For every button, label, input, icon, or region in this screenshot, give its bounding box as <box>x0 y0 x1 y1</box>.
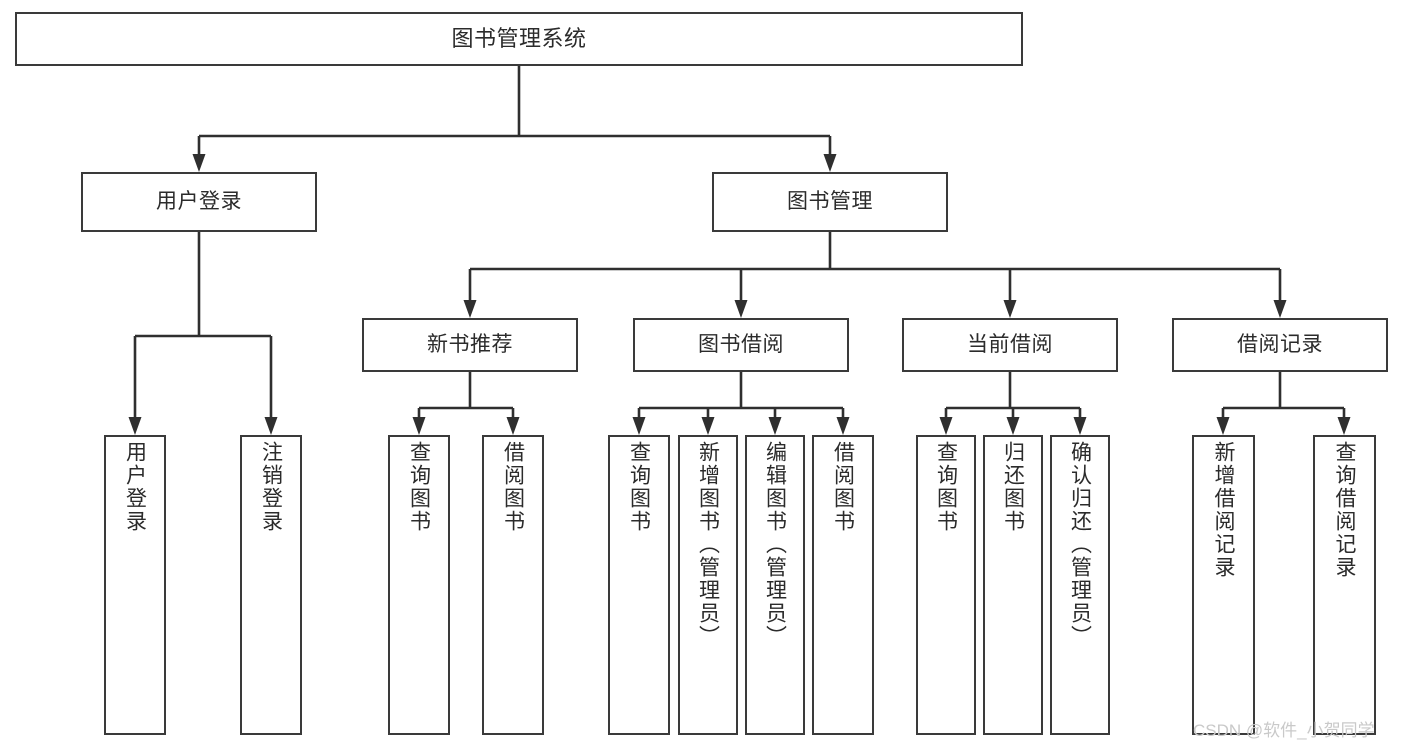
arrow-to-leaf-borrow-lend-head <box>836 417 850 435</box>
node-leaf-borrow-edit: 编辑图书（管理员） <box>745 435 805 735</box>
node-leaf-cur-confirm: 确认归还（管理员） <box>1050 435 1110 735</box>
arrow-to-book-borrow-head <box>734 300 748 318</box>
node-leaf-rec-borrow: 借阅图书 <box>482 435 544 735</box>
node-label: 用户登录 <box>123 441 147 533</box>
node-label: 用户登录 <box>156 189 242 213</box>
arrow-to-leaf-rec-borrow-head <box>506 417 520 435</box>
node-leaf-rec-query2: 查询借阅记录 <box>1313 435 1376 735</box>
node-leaf-user-logout: 注销登录 <box>240 435 302 735</box>
arrow-to-leaf-rec-add-head <box>1216 417 1230 435</box>
node-leaf-borrow-add: 新增图书（管理员） <box>678 435 738 735</box>
arrow-to-leaf-borrow-add-head <box>701 417 715 435</box>
node-label: 新书推荐 <box>427 332 513 356</box>
arrow-to-leaf-rec-query-head <box>412 417 426 435</box>
arrow-to-borrow-record-head <box>1273 300 1287 318</box>
node-book-borrow: 图书借阅 <box>633 318 849 372</box>
arrow-to-leaf-rec-query2-head <box>1337 417 1351 435</box>
node-label: 查询图书 <box>934 441 958 533</box>
arrow-to-leaf-cur-query-head <box>939 417 953 435</box>
watermark: CSDN @软件_小贺同学 <box>1193 721 1375 740</box>
node-label: 新增图书（管理员） <box>696 441 720 648</box>
arrow-to-leaf-cur-confirm-head <box>1073 417 1087 435</box>
node-leaf-rec-add: 新增借阅记录 <box>1192 435 1255 735</box>
node-label: 借阅记录 <box>1237 332 1323 356</box>
node-user-login: 用户登录 <box>81 172 317 232</box>
node-leaf-cur-query: 查询图书 <box>916 435 976 735</box>
node-label: 确认归还（管理员） <box>1068 441 1092 648</box>
arrow-to-current-borrow-head <box>1003 300 1017 318</box>
node-label: 查询借阅记录 <box>1333 441 1356 579</box>
node-label: 查询图书 <box>407 441 431 533</box>
node-label: 当前借阅 <box>967 332 1053 356</box>
arrow-to-user-login-head <box>192 154 206 172</box>
node-leaf-cur-return: 归还图书 <box>983 435 1043 735</box>
node-new-book-rec: 新书推荐 <box>362 318 578 372</box>
node-leaf-borrow-lend: 借阅图书 <box>812 435 874 735</box>
node-label: 图书管理系统 <box>451 26 587 52</box>
node-label: 借阅图书 <box>831 441 855 533</box>
arrow-to-leaf-cur-return-head <box>1006 417 1020 435</box>
arrow-to-leaf-user-logout-head <box>264 417 278 435</box>
arrow-to-leaf-borrow-edit-head <box>768 417 782 435</box>
arrow-to-book-manage-head <box>823 154 837 172</box>
node-current-borrow: 当前借阅 <box>902 318 1118 372</box>
node-label: 归还图书 <box>1001 441 1025 533</box>
node-leaf-user-login: 用户登录 <box>104 435 166 735</box>
node-book-manage: 图书管理 <box>712 172 948 232</box>
arrow-to-leaf-user-login-head <box>128 417 142 435</box>
node-label: 编辑图书（管理员） <box>763 441 787 648</box>
node-label: 借阅图书 <box>501 441 525 533</box>
arrow-to-leaf-borrow-query-head <box>632 417 646 435</box>
node-borrow-record: 借阅记录 <box>1172 318 1388 372</box>
node-leaf-rec-query: 查询图书 <box>388 435 450 735</box>
node-root: 图书管理系统 <box>15 12 1023 66</box>
node-label: 注销登录 <box>259 441 283 533</box>
node-label: 查询图书 <box>627 441 651 533</box>
node-leaf-borrow-query: 查询图书 <box>608 435 670 735</box>
node-label: 图书借阅 <box>698 332 784 356</box>
node-label: 新增借阅记录 <box>1212 441 1235 579</box>
node-label: 图书管理 <box>787 189 873 213</box>
arrow-to-new-book-rec-head <box>463 300 477 318</box>
